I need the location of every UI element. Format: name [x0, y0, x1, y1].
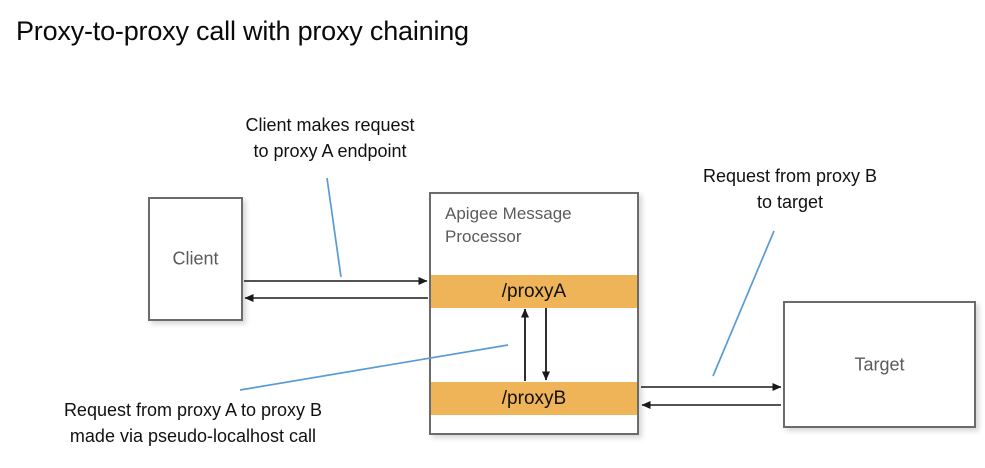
- target-label: Target: [854, 354, 905, 374]
- proxy-b-label: /proxyB: [501, 387, 567, 409]
- client-label: Client: [172, 248, 219, 269]
- proxy-a-label: /proxyA: [501, 280, 567, 302]
- message-processor-node: Apigee Message Processor /proxyA /proxyB: [429, 192, 639, 435]
- page-title: Proxy-to-proxy call with proxy chaining: [16, 16, 469, 46]
- leader-line-client-request: [326, 177, 342, 278]
- annotation-client-request: Client makes request to proxy A endpoint: [245, 115, 415, 161]
- client-node: Client: [148, 197, 243, 321]
- annotation-proxy-chaining: Request from proxy A to proxy B made via…: [63, 400, 323, 446]
- message-processor-title: Apigee Message Processor: [445, 204, 572, 246]
- annotation-proxyb-to-target: Request from proxy B to target: [702, 166, 878, 212]
- target-node: Target: [783, 301, 976, 428]
- proxy-a-band: /proxyA: [431, 275, 637, 308]
- proxy-b-band: /proxyB: [431, 382, 637, 415]
- leader-line-proxyb-to-target: [712, 230, 775, 377]
